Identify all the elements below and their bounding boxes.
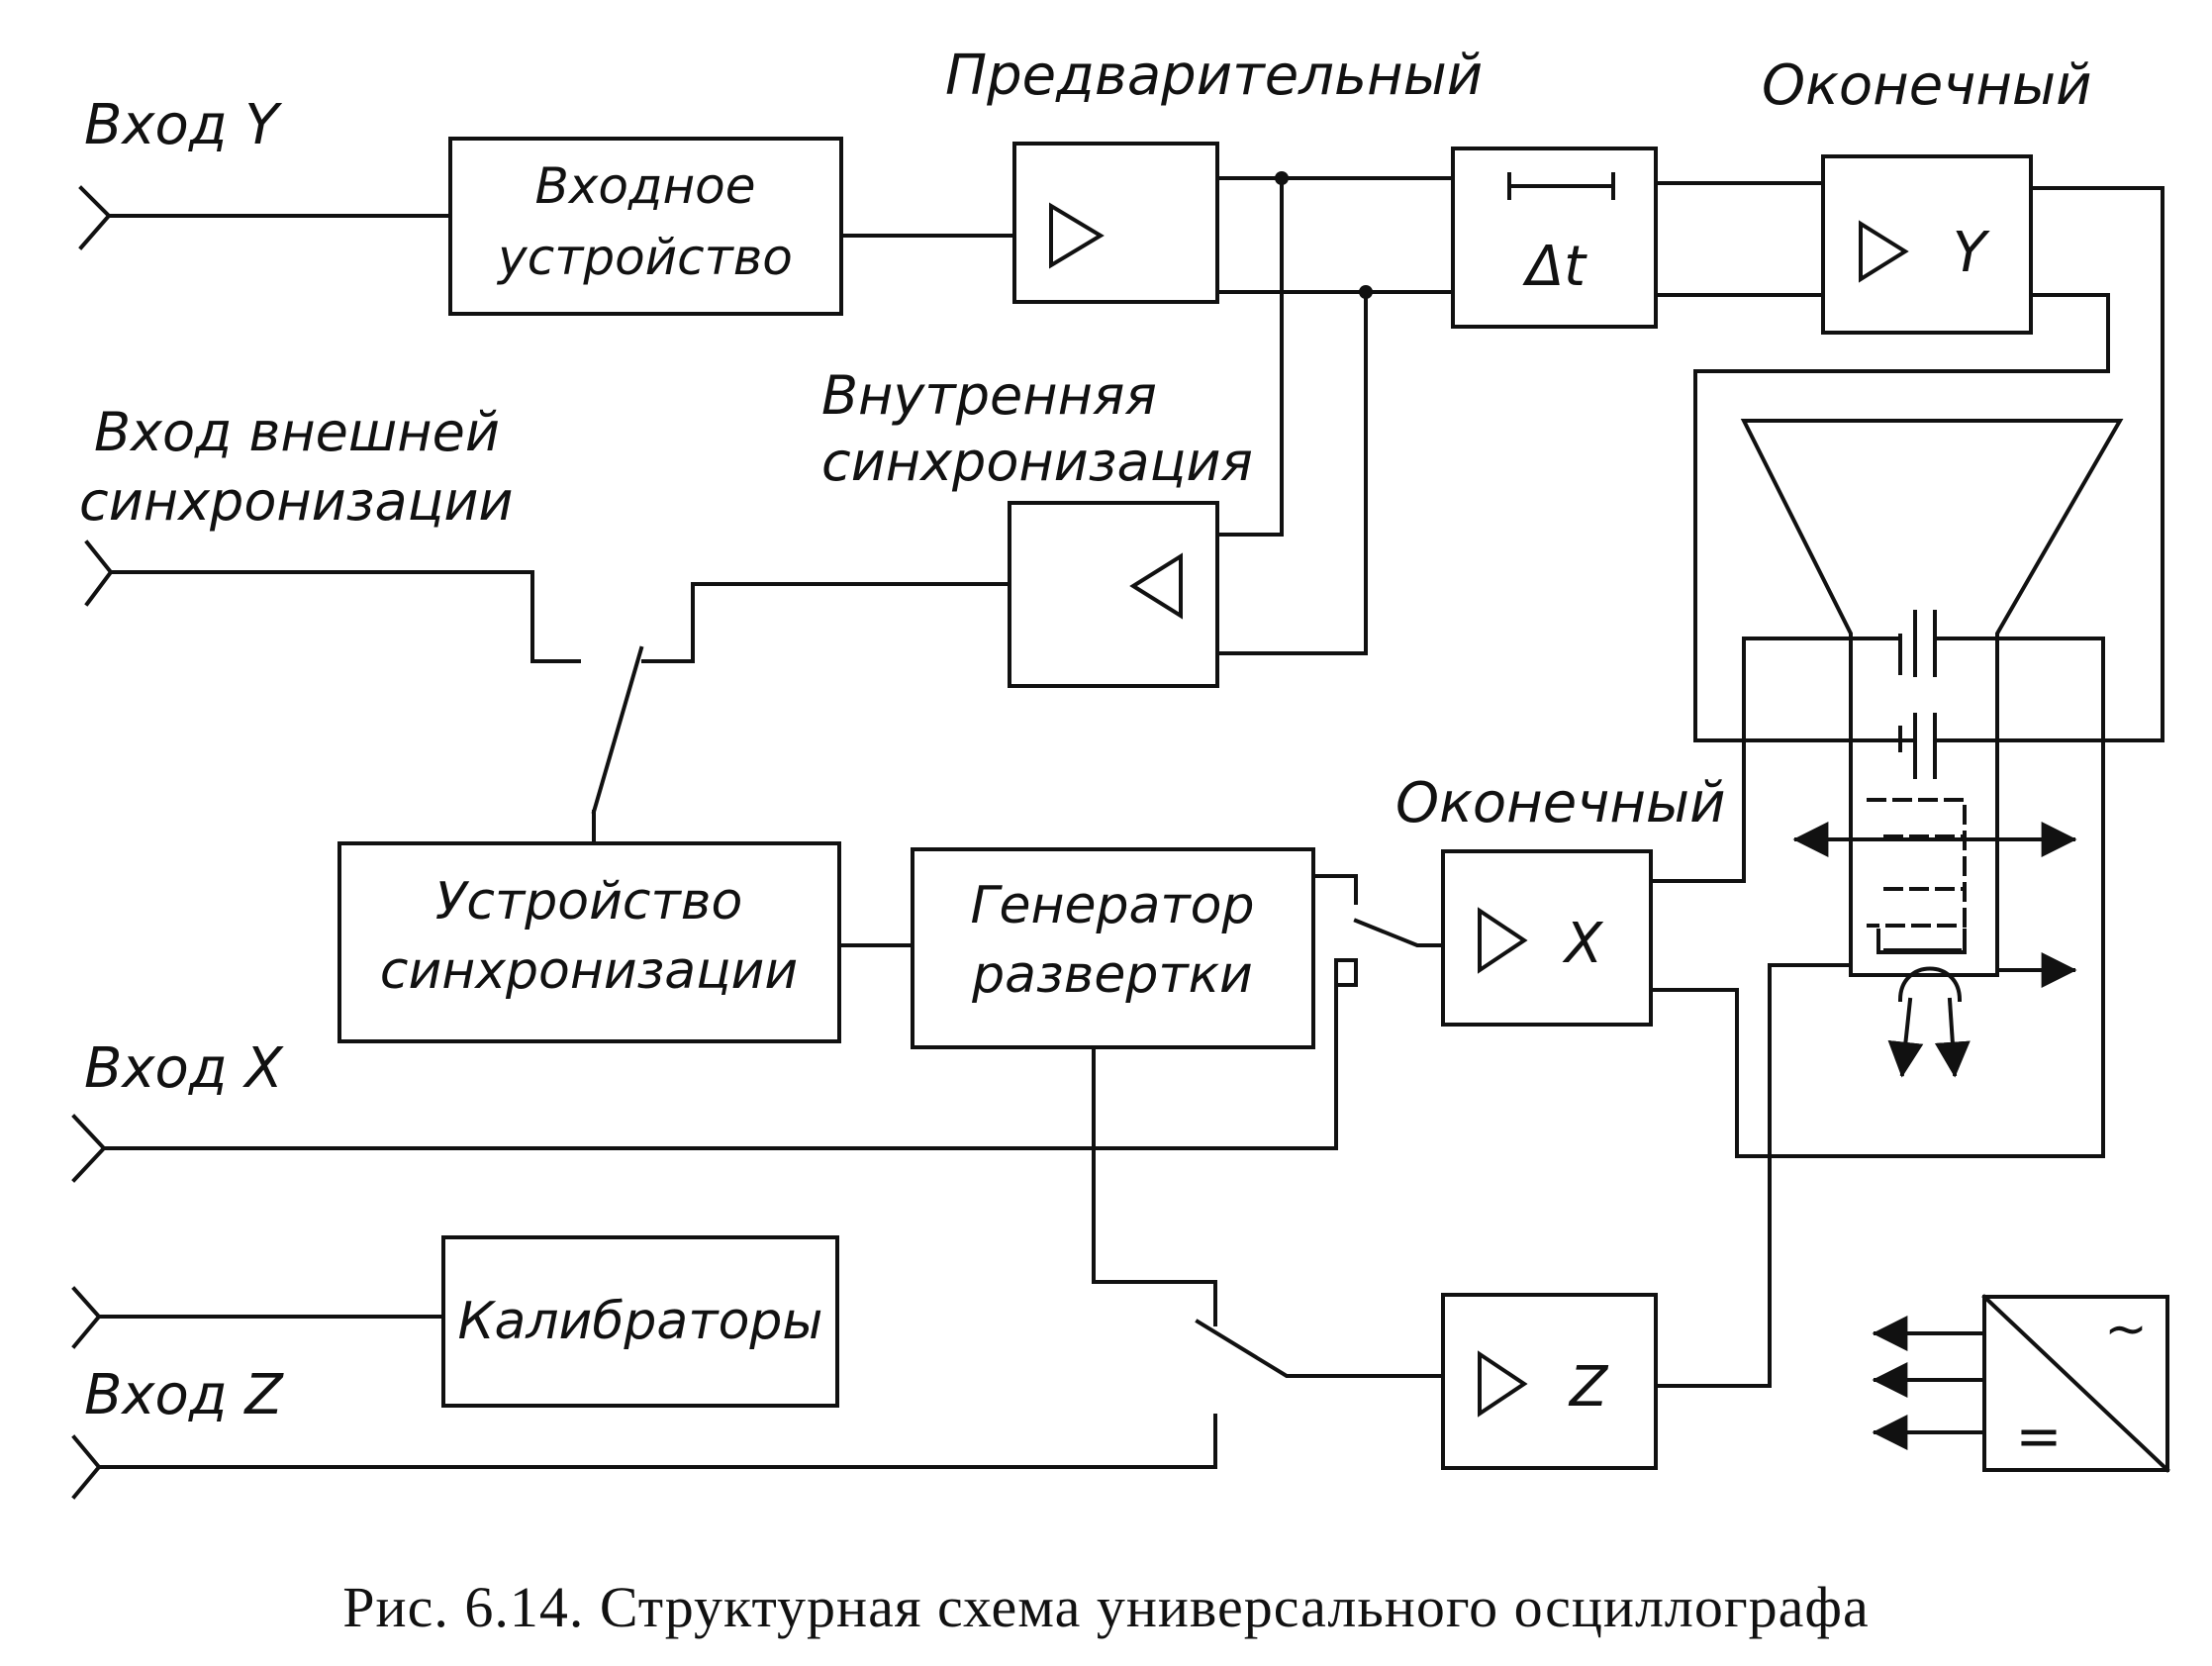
heater-arrow-icon bbox=[1887, 997, 1924, 1078]
amplifier-triangle-icon bbox=[1478, 907, 1528, 974]
amp-x-label: X bbox=[1562, 912, 1604, 976]
power-supply-block: ~ = bbox=[1872, 1294, 2170, 1473]
x-selector-switch bbox=[1311, 874, 1445, 987]
delay-line-block: Δt bbox=[1451, 147, 1658, 329]
calibrators-label: Калибраторы bbox=[458, 1292, 823, 1351]
amplifier-triangle-icon bbox=[1049, 202, 1105, 269]
input-ext-sync-connector bbox=[84, 539, 576, 663]
x-z-crt-wiring bbox=[1649, 637, 2105, 1388]
power-dc-symbol: = bbox=[2016, 1405, 2063, 1469]
crt-tube bbox=[1740, 419, 2124, 1078]
sweep-generator-block: Генератор развертки bbox=[911, 847, 1315, 1049]
final-y-caption: Оконечный bbox=[1762, 53, 2092, 118]
x-deflection-plates bbox=[1867, 798, 1967, 928]
input-device-block: Входное устройство bbox=[448, 137, 843, 316]
input-x-label: Вход X bbox=[84, 1036, 284, 1101]
final-x-amplifier-block: X bbox=[1441, 849, 1653, 1027]
z-amplifier-block: Z bbox=[1441, 1293, 1658, 1470]
delay-line-label: Δt bbox=[1522, 235, 1587, 299]
control-grid bbox=[1876, 929, 1967, 954]
amplifier-triangle-icon bbox=[1859, 220, 1909, 283]
final-y-amplifier-block: Y bbox=[1821, 154, 2033, 335]
sync-device-label-2: синхронизации bbox=[380, 941, 798, 1001]
figure-caption: Рис. 6.14. Структурная схема универсальн… bbox=[342, 1575, 1870, 1639]
internal-sync-amplifier-block bbox=[1008, 501, 1219, 688]
input-device-label-2: устройство bbox=[496, 229, 793, 286]
calibrators-input-connector bbox=[71, 1286, 445, 1349]
cathode-heater bbox=[1897, 966, 1963, 1003]
sync-device-block: Устройство синхронизации bbox=[337, 841, 841, 1043]
amplifier-triangle-reversed-icon bbox=[1129, 552, 1183, 620]
y-plates-upper bbox=[1898, 610, 1937, 677]
sweep-generator-label: Генератор bbox=[971, 876, 1255, 935]
amp-z-label: Z bbox=[1568, 1355, 1609, 1420]
input-x-connector bbox=[71, 958, 1358, 1183]
delay-bar-icon bbox=[1507, 172, 1615, 200]
input-z-label: Вход Z bbox=[84, 1363, 284, 1427]
final-x-caption: Оконечный bbox=[1395, 771, 1726, 835]
input-device-label: Входное bbox=[534, 157, 755, 215]
input-ext-sync-label-2: синхронизации bbox=[79, 470, 514, 533]
input-y-label: Вход Y bbox=[84, 93, 282, 157]
amp-y-label: Y bbox=[1953, 221, 1990, 285]
calibrators-block: Калибраторы bbox=[441, 1235, 839, 1408]
preamplifier-caption: Предварительный bbox=[945, 44, 1483, 108]
sync-device-label: Устройство bbox=[435, 872, 743, 931]
y-channel-wiring bbox=[839, 171, 1825, 655]
z-selector-switch bbox=[1092, 1045, 1445, 1378]
input-y-connector bbox=[78, 185, 452, 250]
input-z-connector bbox=[71, 1414, 1217, 1500]
sync-selector-switch bbox=[572, 582, 1011, 845]
y-deflection-wiring bbox=[1693, 186, 2164, 742]
heater-arrow-icon bbox=[1934, 997, 1971, 1078]
preamplifier-block bbox=[1012, 142, 1219, 304]
sweep-generator-label-2: развертки bbox=[971, 945, 1253, 1005]
amplifier-triangle-icon bbox=[1478, 1350, 1528, 1418]
internal-sync-caption-2: синхронизация bbox=[821, 431, 1253, 493]
power-ac-symbol: ~ bbox=[2104, 1300, 2148, 1359]
internal-sync-caption: Внутренняя bbox=[821, 364, 1157, 427]
input-ext-sync-label: Вход внешней bbox=[94, 401, 500, 463]
y-plates-lower bbox=[1849, 713, 2004, 779]
